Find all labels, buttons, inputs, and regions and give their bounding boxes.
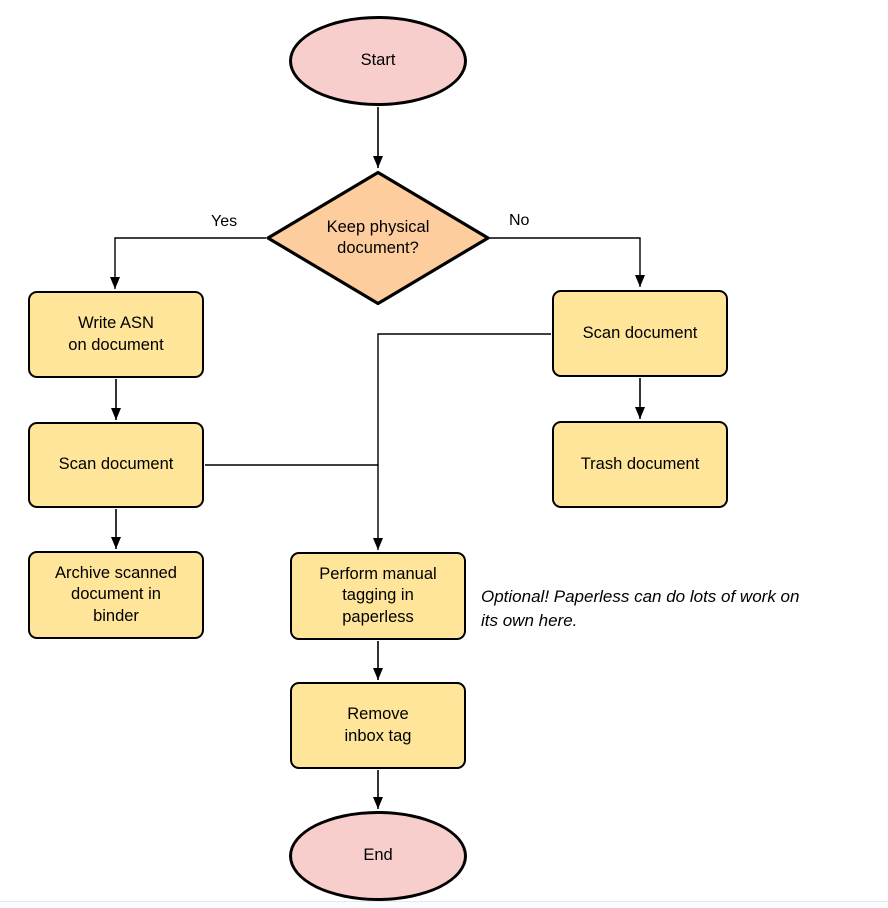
node-remove-inbox-label: Remove inbox tag: [344, 705, 412, 745]
node-trash-label: Trash document: [580, 454, 700, 473]
node-tagging-label: Perform manual tagging in paperless: [319, 565, 437, 626]
node-scan-document-left: Scan document: [28, 422, 204, 508]
node-end: End: [289, 811, 467, 901]
annotation-optional-note: Optional! Paperless can do lots of work …: [481, 587, 800, 631]
node-archive-label: Archive scanned document in binder: [55, 564, 177, 625]
node-manual-tagging: Perform manual tagging in paperless: [290, 552, 466, 640]
decision-diamond-shape: [266, 170, 490, 306]
node-decision: Keep physical document?: [265, 170, 491, 306]
node-write-asn-label: Write ASN on document: [68, 314, 164, 354]
node-trash-document: Trash document: [552, 421, 728, 508]
node-scan-left-label: Scan document: [58, 455, 174, 474]
edge-label-yes: Yes: [211, 213, 238, 230]
page-bottom-divider: [0, 901, 888, 908]
edge-decision-yes-to-write-asn: [110, 237, 266, 289]
edge-scan-right-to-tagging: [373, 333, 551, 550]
node-scan-document-right: Scan document: [552, 290, 728, 377]
edge-label-no: No: [509, 212, 530, 229]
node-archive-binder: Archive scanned document in binder: [28, 551, 204, 639]
node-end-label: End: [363, 846, 393, 865]
node-start: Start: [289, 16, 467, 106]
node-remove-inbox-tag: Remove inbox tag: [290, 682, 466, 769]
node-write-asn: Write ASN on document: [28, 291, 204, 378]
node-decision-label: Keep physical document?: [326, 217, 430, 257]
node-start-label: Start: [360, 51, 396, 70]
edge-decision-no-to-scan-right: [489, 237, 645, 287]
node-scan-right-label: Scan document: [582, 323, 698, 342]
